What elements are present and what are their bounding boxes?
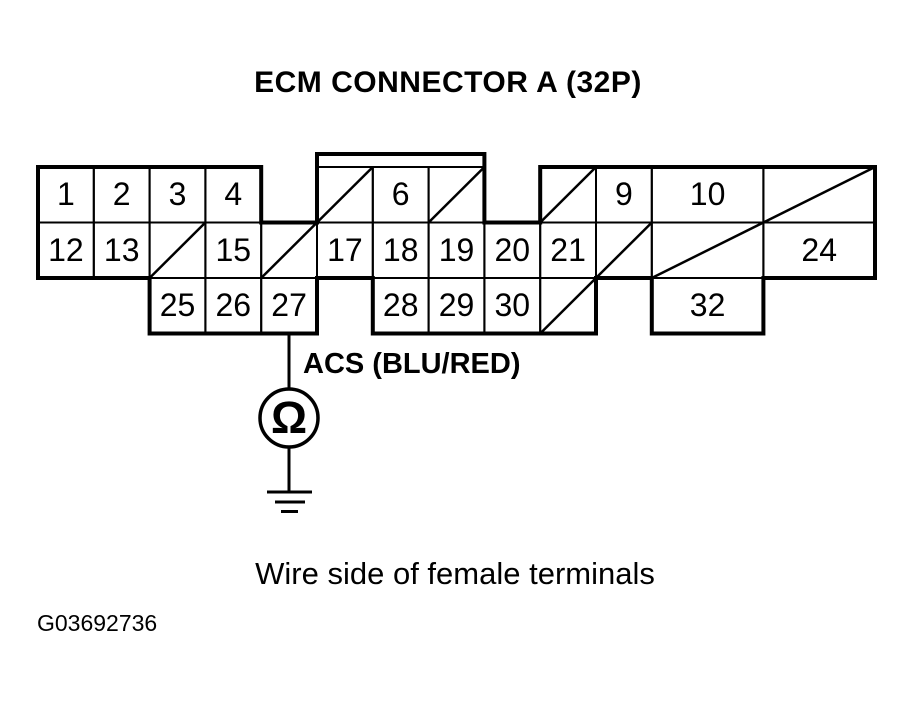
pin-cell-box bbox=[148, 166, 207, 224]
no-pin-slash bbox=[762, 165, 876, 224]
pin-cell-box bbox=[427, 221, 486, 279]
pin-cell-box bbox=[371, 277, 430, 335]
pin-cell-box bbox=[92, 221, 151, 279]
pin-cell-box bbox=[204, 166, 263, 224]
figure-id: G03692736 bbox=[37, 610, 158, 636]
pin-cell-box bbox=[371, 221, 430, 279]
no-pin-slash bbox=[316, 166, 374, 224]
wire-label: ACS (BLU/RED) bbox=[303, 348, 521, 380]
no-pin-slash bbox=[539, 166, 597, 224]
pin-cell-box bbox=[204, 221, 263, 279]
no-pin-slash bbox=[539, 277, 597, 335]
caption: Wire side of female terminals bbox=[255, 556, 655, 591]
pin-cell-box bbox=[427, 277, 486, 335]
connector-outline bbox=[36, 152, 877, 336]
pin-cell-box bbox=[539, 221, 598, 279]
ohm-symbol: Ω bbox=[270, 392, 308, 443]
no-pin-slash bbox=[651, 221, 764, 280]
pin-cell-grid bbox=[37, 165, 877, 335]
pin-cell-box bbox=[483, 277, 542, 335]
pin-cell-box bbox=[595, 166, 653, 224]
pin-cell-box bbox=[148, 277, 207, 335]
pin-cell-box bbox=[316, 221, 374, 279]
no-pin-slash bbox=[148, 221, 207, 279]
pin-cell-box bbox=[37, 221, 95, 279]
no-pin-slash bbox=[595, 221, 653, 279]
no-pin-slash bbox=[427, 166, 486, 224]
pin-cell-box bbox=[650, 166, 765, 224]
pin-cell-box bbox=[483, 221, 542, 279]
pin-cell-box bbox=[371, 166, 430, 224]
diagram-title: ECM CONNECTOR A (32P) bbox=[254, 66, 642, 99]
pin-cell-box bbox=[92, 166, 151, 224]
pin-cell-box bbox=[650, 277, 765, 335]
ground-icon bbox=[267, 490, 312, 513]
pin-cell-box bbox=[204, 277, 263, 335]
no-pin-slash bbox=[260, 221, 318, 279]
pin-cell-box bbox=[260, 277, 319, 335]
pin-cell-box bbox=[37, 166, 95, 224]
pin-cell-box bbox=[762, 221, 877, 279]
